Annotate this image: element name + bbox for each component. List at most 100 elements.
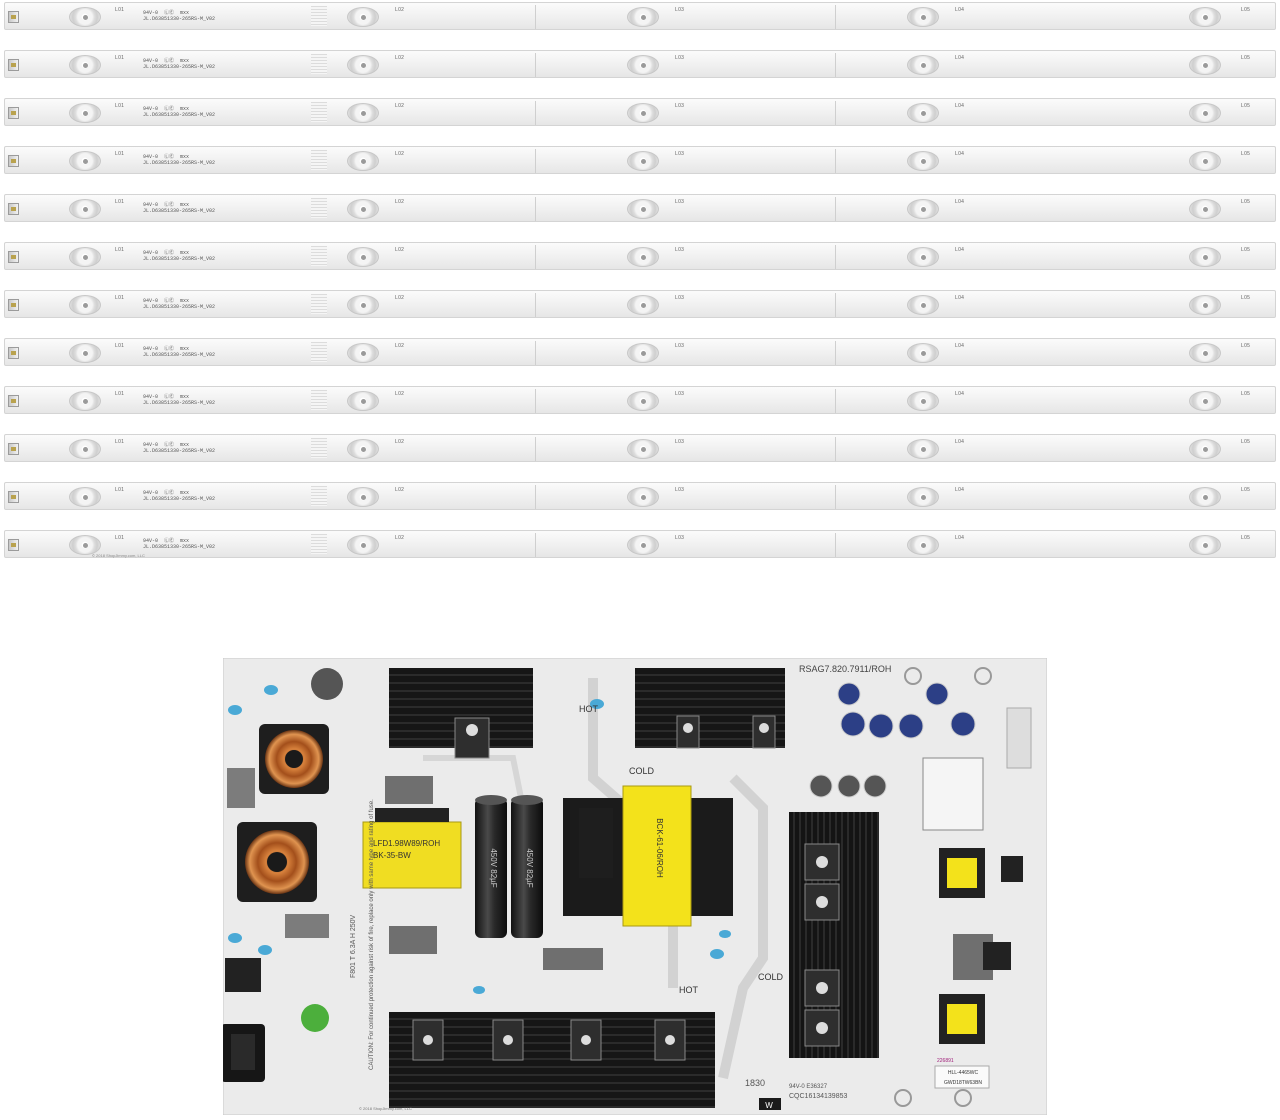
led-label: L02 — [395, 343, 405, 349]
led-lens — [907, 439, 939, 459]
led-lens — [69, 199, 101, 219]
strip-marking-line2: JL.D63851330-265RS-M_V02 — [143, 160, 216, 166]
caution-text: CAUTION: For continued protection agains… — [369, 799, 375, 1070]
led-label: L03 — [675, 439, 685, 445]
led-lens — [1189, 439, 1221, 459]
power-board-svg: 450V 82µF 450V 82µF LFD1.98W89/ROH BK-35… — [221, 657, 1048, 1116]
transformer-small-text-1: LFD1.98W89/ROH — [373, 839, 440, 848]
transistor-vd806 — [654, 1019, 686, 1061]
led-lens — [627, 487, 659, 507]
strip-label-block — [311, 390, 327, 410]
led-label: L03 — [675, 7, 685, 13]
strip-label-block — [311, 198, 327, 218]
led-label: L03 — [675, 103, 685, 109]
led-label: L01 — [115, 247, 125, 253]
led-lens — [627, 343, 659, 363]
strip-seam — [535, 293, 536, 317]
led-lens — [907, 151, 939, 171]
y-capacitors — [228, 685, 731, 994]
strip-connector — [8, 299, 19, 311]
strip-seam — [535, 437, 536, 461]
led-label: L04 — [955, 487, 965, 493]
strip-marking-line1: 94V-0 ⓁⒺ mxx — [143, 394, 190, 400]
led-lens — [627, 391, 659, 411]
strip-seam — [535, 53, 536, 77]
led-label: L04 — [955, 55, 965, 61]
cold-label-2: COLD — [758, 972, 784, 982]
led-label: L02 — [395, 103, 405, 109]
led-label: L04 — [955, 247, 965, 253]
strip-marking-line1: 94V-0 ⓁⒺ mxx — [143, 10, 190, 16]
strip-marking-line2: JL.D63851330-265RS-M_V02 — [143, 496, 216, 502]
strip-seam — [535, 485, 536, 509]
strip-marking-line2: JL.D63851330-265RS-M_V02 — [143, 352, 216, 358]
strip-marking-line2: JL.D63851330-265RS-M_V02 — [143, 256, 216, 262]
varistor — [301, 1004, 329, 1032]
led-lens — [1189, 391, 1221, 411]
strip-label-block — [311, 438, 327, 458]
strip-label-block — [311, 6, 327, 26]
strip-marking-line1: 94V-0 ⓁⒺ mxx — [143, 298, 190, 304]
led-lens — [1189, 199, 1221, 219]
led-lens — [69, 103, 101, 123]
led-label: L02 — [395, 151, 405, 157]
thermistor — [311, 668, 343, 700]
led-lens — [1189, 535, 1221, 555]
led-lens — [907, 295, 939, 315]
led-label: L01 — [115, 103, 125, 109]
led-lens — [907, 199, 939, 219]
strip-label-block — [311, 486, 327, 506]
led-lens — [907, 391, 939, 411]
strip-marking-line2: JL.D63851330-265RS-M_V02 — [143, 448, 216, 454]
transformer-large — [622, 785, 692, 927]
led-label: L04 — [955, 535, 965, 541]
led-label: L05 — [1241, 295, 1251, 301]
strip-seam — [835, 53, 836, 77]
strip-marking-line1: 94V-0 ⓁⒺ mxx — [143, 250, 190, 256]
led-label: L04 — [955, 439, 965, 445]
x-capacitor-4 — [389, 926, 437, 954]
led-lens — [907, 7, 939, 27]
led-lens — [627, 7, 659, 27]
strip-connector — [8, 347, 19, 359]
strip-seam — [535, 101, 536, 125]
x-capacitor-3 — [385, 776, 433, 804]
led-label: L05 — [1241, 103, 1251, 109]
strip-seam — [835, 5, 836, 29]
led-label: L03 — [675, 199, 685, 205]
serial-number: GWD18TW63BN — [944, 1080, 982, 1086]
led-label: L01 — [115, 55, 125, 61]
led-lens — [627, 199, 659, 219]
strip-seam — [535, 533, 536, 557]
strip-connector — [8, 155, 19, 167]
date-code: 1830 — [745, 1078, 765, 1088]
connector-xp910 — [1006, 707, 1032, 769]
led-label: L02 — [395, 247, 405, 253]
led-label: L05 — [1241, 55, 1251, 61]
led-lens — [627, 295, 659, 315]
strip-seam — [835, 341, 836, 365]
led-lens — [1189, 151, 1221, 171]
strip-marking-line2: JL.D63851330-265RS-M_V02 — [143, 544, 216, 550]
led-lens — [347, 7, 379, 27]
strip-seam — [835, 197, 836, 221]
strip-marking-line1: 94V-0 ⓁⒺ mxx — [143, 202, 190, 208]
led-lens — [347, 391, 379, 411]
led-label: L03 — [675, 151, 685, 157]
strip-seam — [835, 149, 836, 173]
strip-seam — [835, 533, 836, 557]
strip-seam — [535, 341, 536, 365]
led-lens — [347, 151, 379, 171]
